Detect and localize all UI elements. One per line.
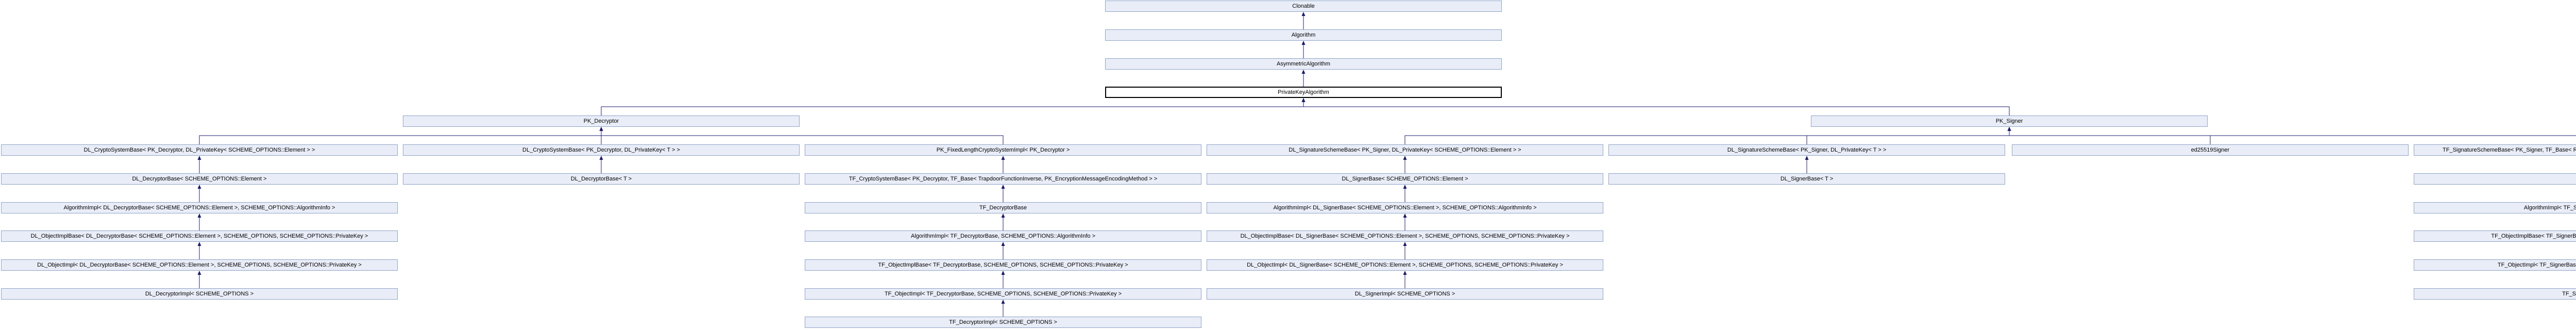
inheritance-edge xyxy=(601,130,1004,144)
inheritance-arrowhead xyxy=(1805,156,1809,160)
class-node-algorithmimpl-tf-decryptorbase[interactable]: AlgorithmImpl< TF_DecryptorBase, SCHEME_… xyxy=(805,230,1201,242)
class-node-tf-signerbase[interactable]: TF_SignerBase xyxy=(2414,173,2576,185)
inheritance-arrowhead xyxy=(1301,41,1306,45)
inheritance-arrowhead xyxy=(1301,12,1306,16)
inheritance-arrowhead xyxy=(2007,127,2011,131)
inheritance-arrowhead xyxy=(1403,185,1407,189)
inheritance-arrowhead xyxy=(1001,300,1005,304)
class-node-dl-cryptosystembase-t[interactable]: DL_CryptoSystemBase< PK_Decryptor, DL_Pr… xyxy=(403,144,800,156)
class-node-tf-decryptorbase[interactable]: TF_DecryptorBase xyxy=(805,202,1201,213)
inheritance-arrowhead xyxy=(1301,98,1306,102)
inheritance-edge xyxy=(1806,130,2010,144)
class-node-algorithmimpl-dl-decryptorbase[interactable]: AlgorithmImpl< DL_DecryptorBase< SCHEME_… xyxy=(1,202,398,213)
inheritance-arrowhead xyxy=(1403,156,1407,160)
inheritance-arrowhead xyxy=(197,242,201,246)
inheritance-edge xyxy=(199,130,602,144)
inheritance-arrowhead xyxy=(1403,213,1407,218)
inheritance-edge xyxy=(1404,130,2010,144)
class-node-dl-objectimpl-decryptor[interactable]: DL_ObjectImpl< DL_DecryptorBase< SCHEME_… xyxy=(1,259,398,271)
class-node-dl-objectimpl-signer[interactable]: DL_ObjectImpl< DL_SignerBase< SCHEME_OPT… xyxy=(1207,259,1603,271)
inheritance-edge xyxy=(1303,102,2010,116)
inheritance-arrowhead xyxy=(1001,185,1005,189)
inheritance-arrowhead xyxy=(1001,156,1005,160)
inheritance-edge xyxy=(601,102,1304,116)
class-node-dl-objectimplbase-signer[interactable]: DL_ObjectImplBase< DL_SignerBase< SCHEME… xyxy=(1207,230,1603,242)
class-node-dl-cryptosystembase-element[interactable]: DL_CryptoSystemBase< PK_Decryptor, DL_Pr… xyxy=(1,144,398,156)
class-node-pk-decryptor[interactable]: PK_Decryptor xyxy=(403,116,800,127)
inheritance-arrowhead xyxy=(1001,242,1005,246)
class-node-dl-objectimplbase-decryptor[interactable]: DL_ObjectImplBase< DL_DecryptorBase< SCH… xyxy=(1,230,398,242)
class-node-clonable[interactable]: Clonable xyxy=(1105,1,1502,12)
class-node-pk-signer[interactable]: PK_Signer xyxy=(1811,116,2208,127)
class-node-tf-cryptosystembase[interactable]: TF_CryptoSystemBase< PK_Decryptor, TF_Ba… xyxy=(805,173,1201,185)
class-node-dl-signerbase-element[interactable]: DL_SignerBase< SCHEME_OPTIONS::Element > xyxy=(1207,173,1603,185)
class-node-tf-signerimpl[interactable]: TF_SignerImpl< SCHEME_OPTIONS > xyxy=(2414,288,2576,300)
class-node-dl-decryptorbase-element[interactable]: DL_DecryptorBase< SCHEME_OPTIONS::Elemen… xyxy=(1,173,398,185)
inheritance-arrowhead xyxy=(599,156,603,160)
class-node-tf-objectimplbase-decryptor[interactable]: TF_ObjectImplBase< TF_DecryptorBase, SCH… xyxy=(805,259,1201,271)
inheritance-arrowhead xyxy=(197,271,201,275)
inheritance-arrowhead xyxy=(197,156,201,160)
class-node-dl-decryptorbase-t[interactable]: DL_DecryptorBase< T > xyxy=(403,173,800,185)
inheritance-arrowhead xyxy=(1403,271,1407,275)
class-node-tf-objectimpl-decryptor[interactable]: TF_ObjectImpl< TF_DecryptorBase, SCHEME_… xyxy=(805,288,1201,300)
inheritance-arrowhead xyxy=(1001,271,1005,275)
inheritance-arrowhead xyxy=(197,213,201,218)
class-node-tf-signatureschemebase[interactable]: TF_SignatureSchemeBase< PK_Signer, TF_Ba… xyxy=(2414,144,2576,156)
class-node-pk-fixedlengthcryptosystemimpl[interactable]: PK_FixedLengthCryptoSystemImpl< PK_Decry… xyxy=(805,144,1201,156)
class-node-dl-signerimpl[interactable]: DL_SignerImpl< SCHEME_OPTIONS > xyxy=(1207,288,1603,300)
class-node-ed25519signer[interactable]: ed25519Signer xyxy=(2012,144,2409,156)
inheritance-arrowhead xyxy=(1001,213,1005,218)
class-node-private-key-algorithm: PrivateKeyAlgorithm xyxy=(1105,87,1502,98)
inheritance-arrowhead xyxy=(1403,242,1407,246)
class-node-algorithmimpl-tf-signerbase[interactable]: AlgorithmImpl< TF_SignerBase, SCHEME_OPT… xyxy=(2414,202,2576,213)
inheritance-arrowhead xyxy=(197,185,201,189)
class-node-tf-decryptorimpl[interactable]: TF_DecryptorImpl< SCHEME_OPTIONS > xyxy=(805,317,1201,328)
class-node-dl-signatureschemebase-t[interactable]: DL_SignatureSchemeBase< PK_Signer, DL_Pr… xyxy=(1608,144,2005,156)
inheritance-edge xyxy=(2009,130,2211,144)
class-node-algorithm[interactable]: Algorithm xyxy=(1105,29,1502,41)
class-node-tf-objectimpl-signer[interactable]: TF_ObjectImpl< TF_SignerBase, SCHEME_OPT… xyxy=(2414,259,2576,271)
class-node-asymmetric-algorithm[interactable]: AsymmetricAlgorithm xyxy=(1105,58,1502,70)
inheritance-edge xyxy=(2009,130,2576,136)
class-node-tf-objectimplbase-signer[interactable]: TF_ObjectImplBase< TF_SignerBase, SCHEME… xyxy=(2414,230,2576,242)
inheritance-arrowhead xyxy=(599,127,603,131)
inheritance-arrowhead xyxy=(1301,70,1306,74)
class-node-dl-decryptorimpl[interactable]: DL_DecryptorImpl< SCHEME_OPTIONS > xyxy=(1,288,398,300)
class-node-dl-signerbase-t[interactable]: DL_SignerBase< T > xyxy=(1608,173,2005,185)
class-node-dl-signatureschemebase-element[interactable]: DL_SignatureSchemeBase< PK_Signer, DL_Pr… xyxy=(1207,144,1603,156)
class-node-algorithmimpl-dl-signerbase[interactable]: AlgorithmImpl< DL_SignerBase< SCHEME_OPT… xyxy=(1207,202,1603,213)
